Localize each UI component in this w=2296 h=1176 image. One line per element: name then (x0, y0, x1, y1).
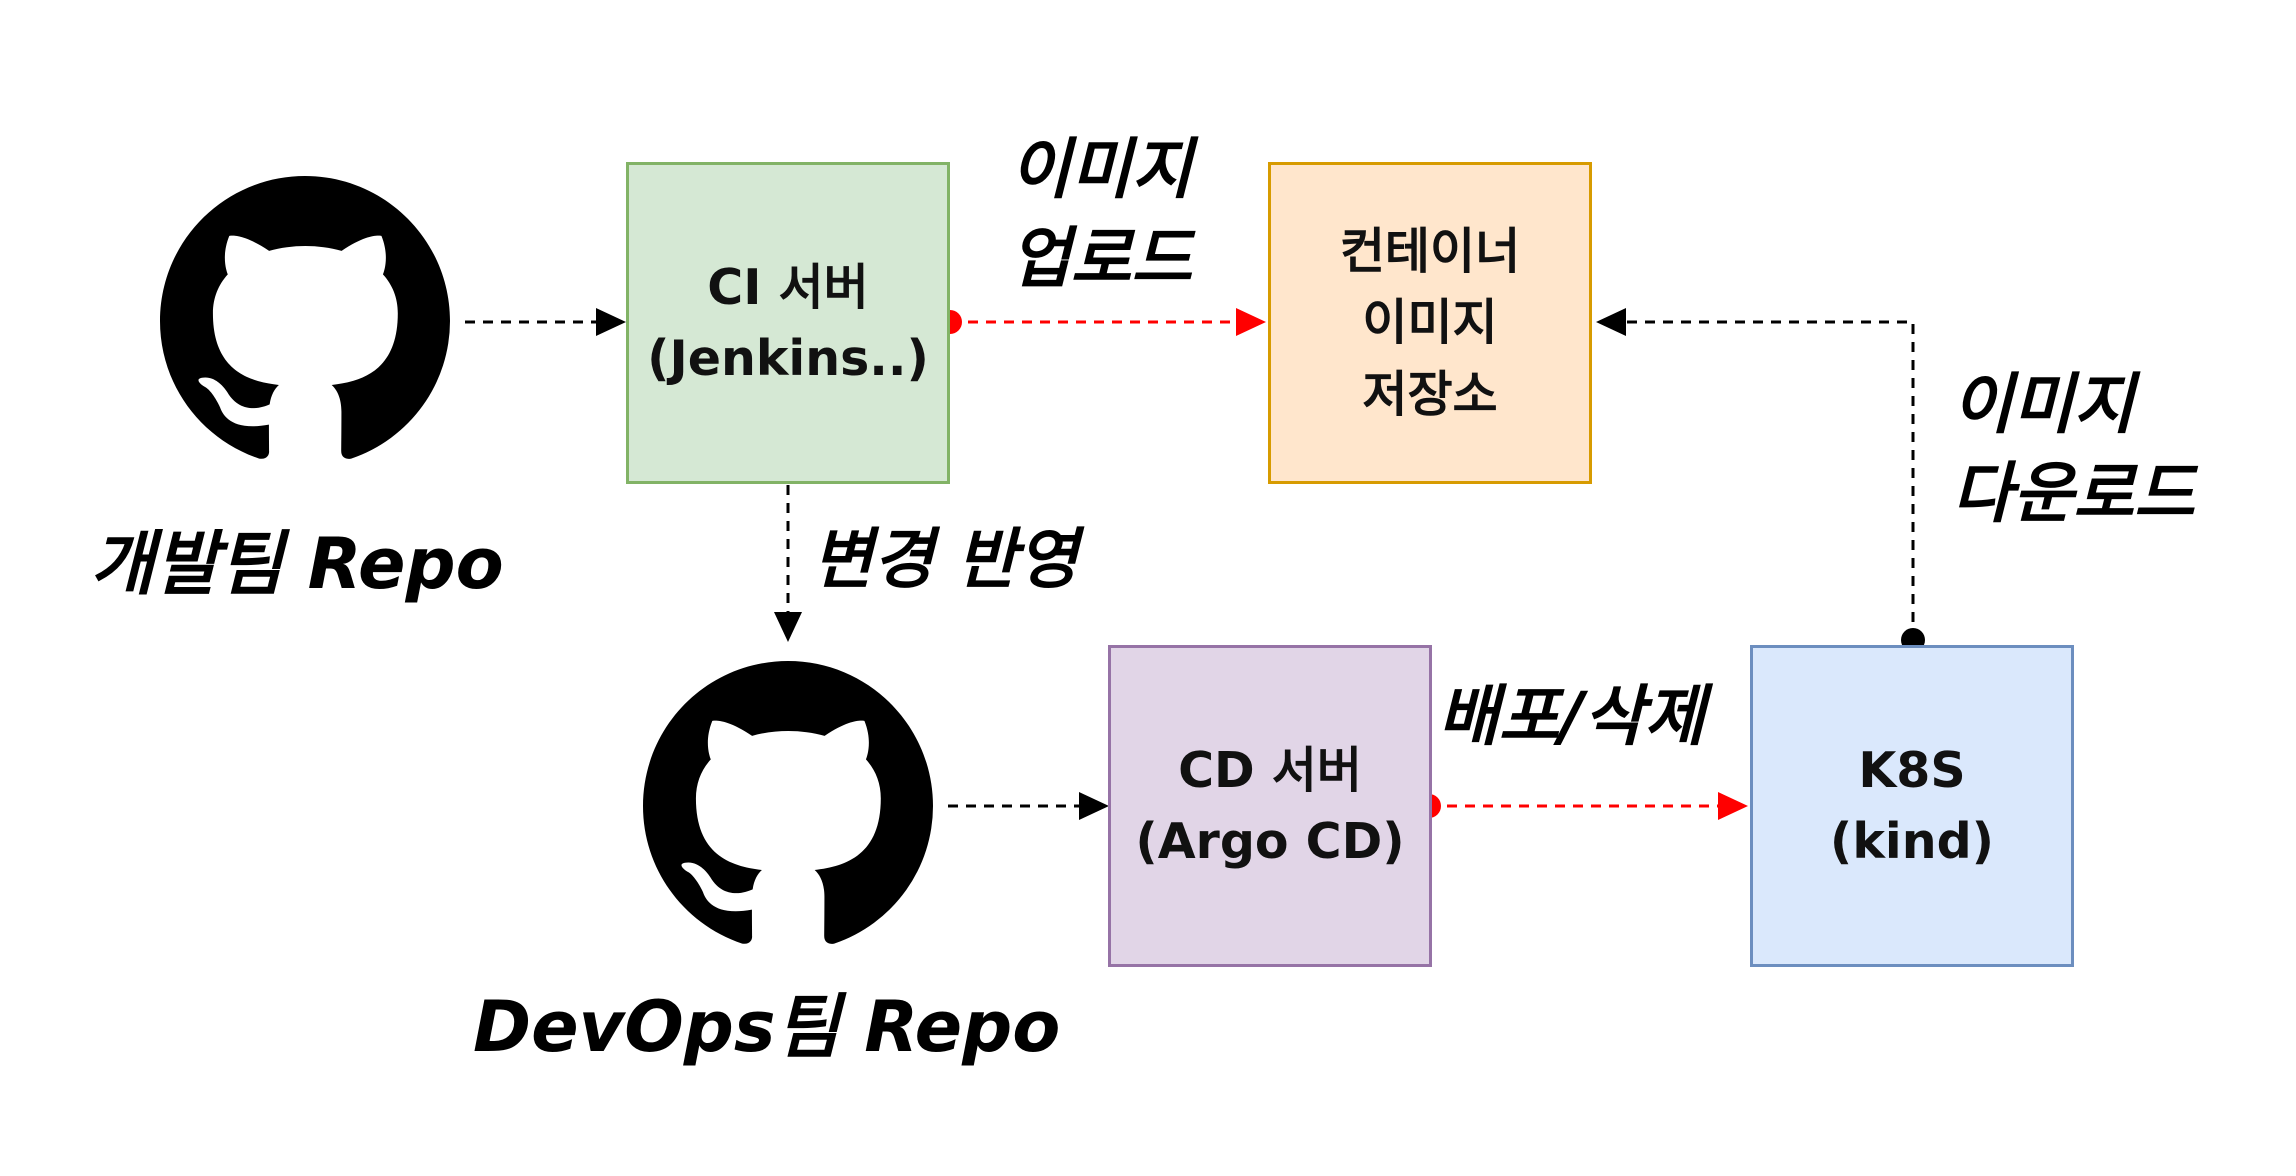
edge-ci-to-devopsrepo (774, 485, 802, 642)
ci-server-node[interactable]: CI 서버 (Jenkins..) (626, 162, 950, 484)
k8s-node[interactable]: K8S (kind) (1750, 645, 2074, 967)
edge-ci-to-registry (938, 308, 1266, 336)
registry-line-2: 이미지 (1362, 294, 1498, 352)
cd-server-node[interactable]: CD 서버 (Argo CD) (1108, 645, 1432, 967)
github-icon (643, 661, 933, 944)
dev-repo-label: 개발팀 Repo (90, 523, 504, 605)
k8s-title: K8S (1858, 741, 1966, 799)
image-download-label: 이미지 다운로드 (1952, 366, 2195, 533)
edge-devopsrepo-to-cd (948, 792, 1109, 820)
ci-server-title: CI 서버 (707, 258, 869, 316)
cd-server-subtitle: (Argo CD) (1135, 813, 1405, 870)
devops-repo-label: DevOps팀 Repo (473, 986, 1061, 1068)
change-reflect-label: 변경 반영 (812, 521, 1078, 598)
github-icon (160, 176, 450, 459)
registry-line-3: 저장소 (1362, 365, 1498, 423)
edge-k8s-to-registry (1596, 308, 1925, 652)
edge-devrepo-to-ci (465, 308, 626, 336)
k8s-subtitle: (kind) (1829, 813, 1995, 870)
container-registry-node[interactable]: 컨테이너 이미지 저장소 (1268, 162, 1592, 484)
image-upload-label: 이미지 업로드 (1010, 131, 1193, 298)
ci-server-subtitle: (Jenkins..) (647, 330, 929, 387)
edge-cd-to-k8s (1417, 792, 1748, 820)
registry-line-1: 컨테이너 (1339, 223, 1521, 281)
deploy-delete-label: 배포/삭제 (1438, 678, 1705, 755)
cd-server-title: CD 서버 (1178, 741, 1362, 799)
